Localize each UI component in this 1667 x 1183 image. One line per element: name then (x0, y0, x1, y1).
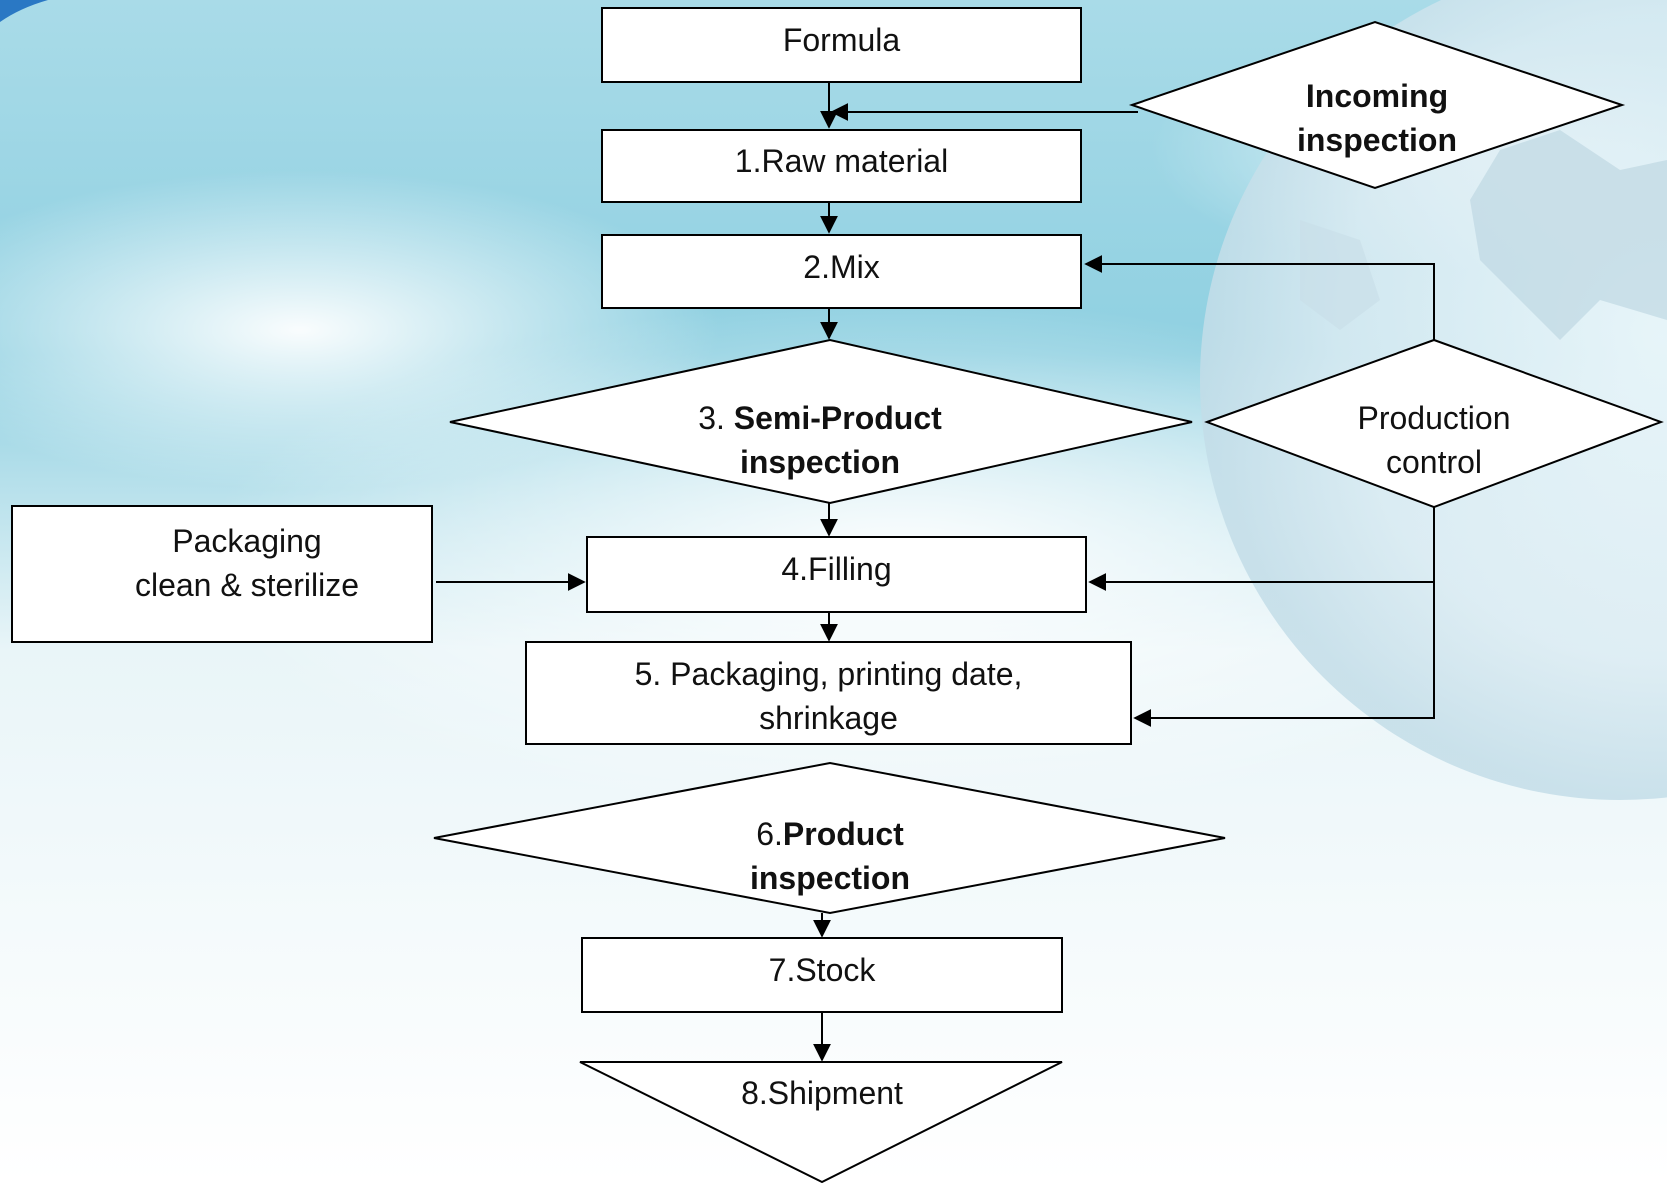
raw-material-box (601, 129, 1082, 203)
globe-continent (1300, 220, 1380, 330)
shipment-triangle (579, 1061, 1063, 1183)
stock-box (581, 937, 1063, 1013)
corner-logo (0, 0, 48, 22)
globe-continent (1470, 130, 1667, 340)
packaging-print-box (525, 641, 1132, 745)
product-inspection-diamond (433, 761, 1226, 915)
semi-product-inspection-diamond (449, 338, 1193, 505)
mix-box (601, 234, 1082, 309)
line-control-to-mix (1084, 255, 1435, 340)
formula-box (601, 7, 1082, 83)
incoming-inspection-diamond (1128, 20, 1626, 190)
filling-box (586, 536, 1087, 613)
line-control-to-packaging (1133, 507, 1435, 727)
production-control-diamond (1204, 338, 1664, 509)
packaging-clean-box (11, 505, 433, 643)
